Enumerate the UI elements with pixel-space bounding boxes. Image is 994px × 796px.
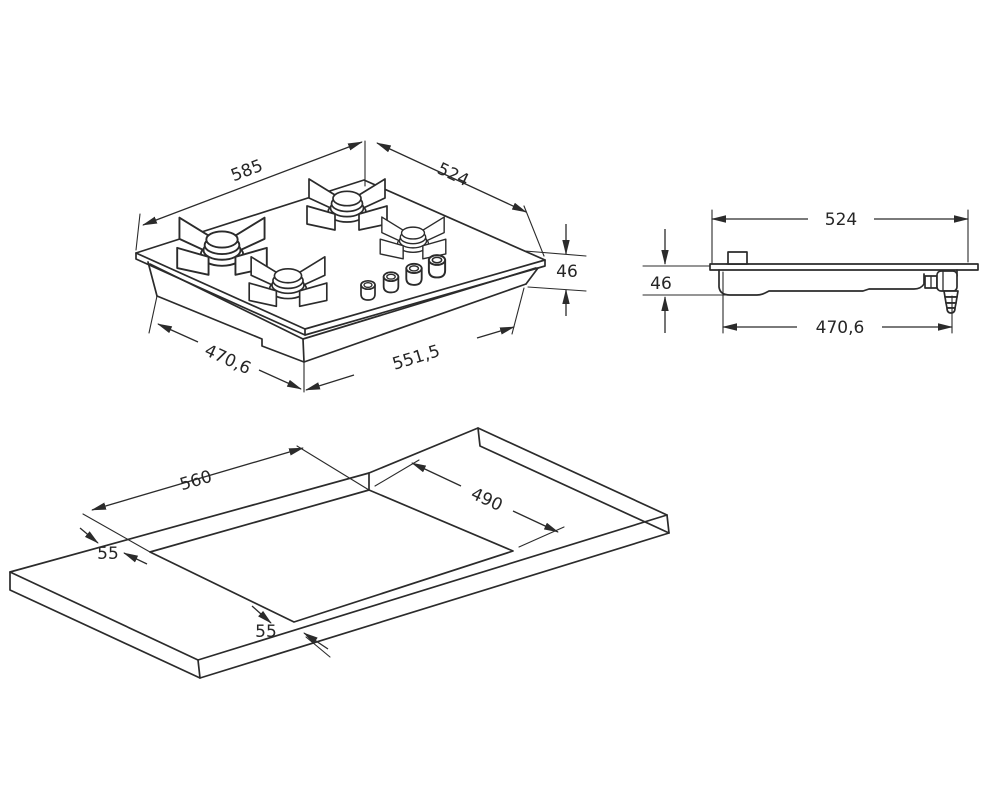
dim-label-side-height: 46 [650,274,672,294]
dim-iso-height: 46 [524,224,587,316]
dim-label-side-width: 524 [825,210,857,230]
dim-cutout-back-margin: 55 [79,527,148,565]
dim-label-iso-top-depth: 524 [434,159,472,191]
side-body-profile [718,269,958,296]
dim-side-width: 524 [711,209,969,264]
dim-label-cutout-front-margin: 55 [255,622,277,642]
worktop [9,427,670,679]
dim-cutout-front-margin: 55 [251,605,331,658]
dim-label-iso-bottom-depth: 551,5 [390,341,442,374]
dim-cutout-width: 560 [82,445,370,553]
dim-label-iso-height: 46 [556,262,578,282]
dim-side-height: 46 [642,229,728,333]
dim-label-cutout-back-margin: 55 [97,544,119,564]
side-burner-profile [725,251,750,265]
side-view: 524 46 470,6 [642,209,979,338]
gas-connector [924,270,959,314]
dim-label-side-body-width: 470,6 [816,318,865,338]
hob-body [147,261,539,363]
cutout-view: 560 490 55 55 [9,427,670,679]
dim-label-iso-bottom-width: 470,6 [201,341,254,379]
side-glass-slab [709,263,979,271]
dim-label-iso-top-width: 585 [228,156,265,186]
dim-side-body-width: 470,6 [722,271,953,338]
isometric-view: 585 524 46 470,6 551, [135,140,587,393]
dim-label-cutout-width: 560 [178,467,215,495]
cutout-opening [149,489,514,623]
